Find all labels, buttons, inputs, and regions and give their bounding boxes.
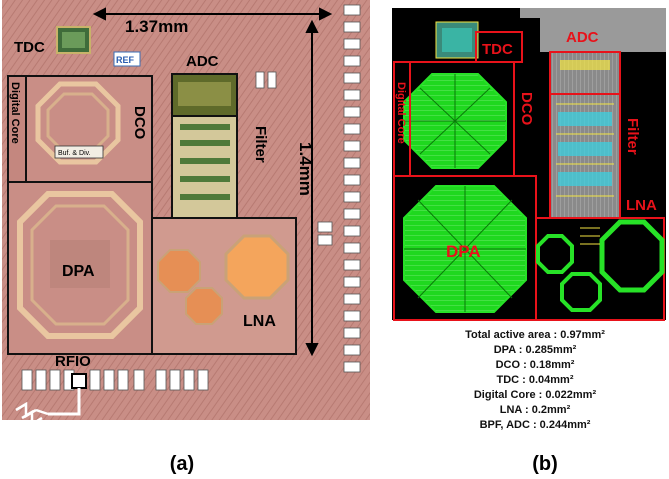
layout-dpa-label: DPA <box>446 242 481 261</box>
area-line-dpa: DPA : 0.285mm² <box>494 344 577 356</box>
adc-label: ADC <box>186 53 219 70</box>
filter-label: Filter <box>252 126 269 163</box>
rfio-pad <box>71 373 87 389</box>
lna-label: LNA <box>243 313 276 330</box>
dpa-label: DPA <box>62 263 95 280</box>
buf-div-label: Buf. & Div. <box>58 150 91 157</box>
rfio-label: RFIO <box>55 353 91 370</box>
area-line-bpf-adc: BPF, ADC : 0.244mm² <box>480 419 591 431</box>
lna-inductor-large <box>224 234 290 300</box>
layout-adc-block <box>549 51 621 95</box>
layout-digital-core-label: Digital Core <box>395 82 407 144</box>
dco-inductor <box>35 81 121 165</box>
ref-label: REF <box>116 55 135 65</box>
area-summary: Total active area : 0.97mm² DPA : 0.285m… <box>465 329 605 431</box>
layout-dco-label: DCO <box>518 92 535 126</box>
panel-b-caption: (b) <box>532 453 558 475</box>
antenna-symbol-icon <box>15 401 49 427</box>
lna-inductor-small-1 <box>157 249 201 293</box>
filter-stages <box>180 124 230 200</box>
digital-core-label: Digital Core <box>9 82 21 144</box>
area-line-digital-core: Digital Core : 0.022mm² <box>474 389 597 401</box>
width-dimension-label: 1.37mm <box>125 17 188 36</box>
layout-lna-inductor-large <box>599 219 665 293</box>
right-bond-pads <box>255 4 361 373</box>
bottom-bond-pads <box>21 369 209 391</box>
lna-inductor-small-2 <box>185 287 223 325</box>
height-dimension-arrow <box>305 19 319 357</box>
area-line-tdc: TDC : 0.04mm² <box>496 374 573 386</box>
dco-label: DCO <box>131 106 148 140</box>
layout-lna-inductor-small-1 <box>536 234 574 274</box>
area-line-total: Total active area : 0.97mm² <box>465 329 605 341</box>
panel-b-layout: TDC ADC Digital Core DCO Filter LNA DPA <box>392 8 666 321</box>
ref-marker <box>113 51 141 67</box>
height-dimension-label: 1.4mm <box>296 142 315 196</box>
layout-filter-label: Filter <box>624 118 641 155</box>
layout-lna-label: LNA <box>626 197 657 214</box>
panel-a-caption: (a) <box>170 453 194 475</box>
width-dimension-arrow <box>92 7 333 21</box>
dpa-inductor <box>17 191 143 339</box>
rfio-wire <box>48 388 81 416</box>
area-line-dco: DCO : 0.18mm² <box>496 359 575 371</box>
layout-adc-label: ADC <box>566 29 599 46</box>
tdc-label: TDC <box>14 39 45 56</box>
layout-lna-inductor-small-2 <box>560 272 602 312</box>
layout-tdc-label: TDC <box>482 41 513 58</box>
panel-a-micrograph: 1.37mm 1.4mm TDC REF ADC Digital Core DC… <box>2 0 370 427</box>
filter-block <box>171 115 238 219</box>
buf-div-block <box>54 145 104 159</box>
area-line-lna: LNA : 0.2mm² <box>500 404 571 416</box>
